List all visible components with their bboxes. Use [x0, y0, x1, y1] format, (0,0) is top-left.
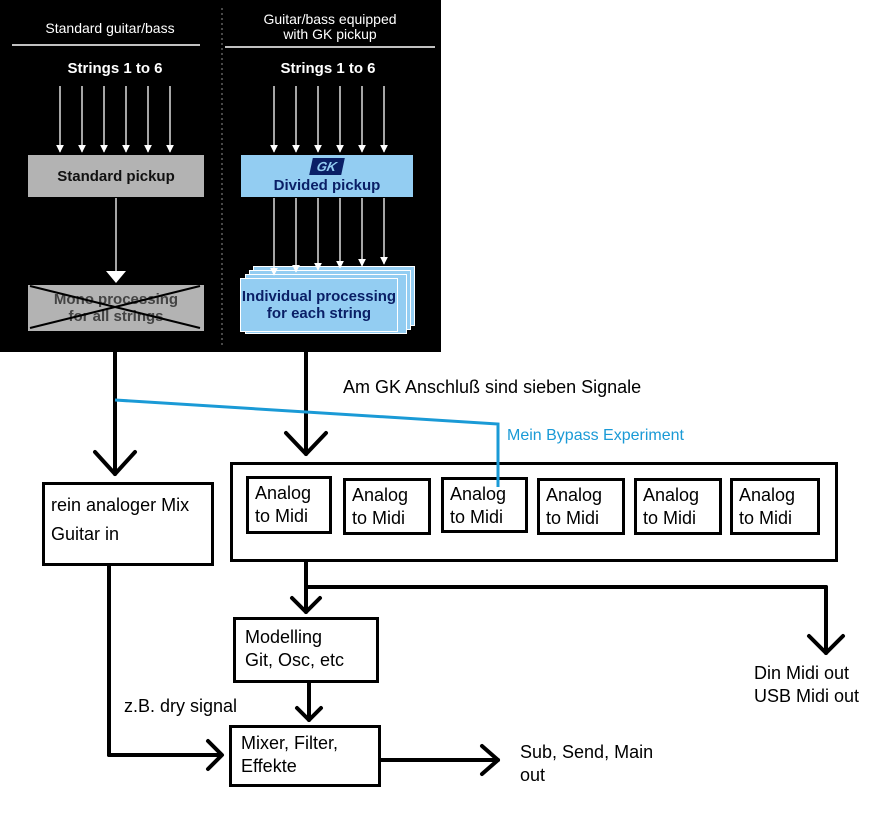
- crossout-icon: [29, 285, 201, 329]
- bypass-experiment-label: Mein Bypass Experiment: [507, 427, 684, 444]
- gk-guitar-header-line2: with GK pickup: [283, 26, 377, 42]
- din-midi-out: Din Midi out: [754, 663, 850, 683]
- analog-to-midi-line2: to Midi: [352, 508, 406, 528]
- divided-output-arrows: [270, 198, 388, 276]
- analog-mix-line1: rein analoger Mix: [51, 495, 190, 515]
- mixer-line1: Mixer, Filter,: [241, 733, 339, 753]
- right-string-arrows: [270, 86, 388, 153]
- analog-to-midi-line1: Analog: [643, 485, 700, 505]
- analog-to-midi-box: Analog to Midi: [730, 478, 820, 535]
- individual-processing-line2: for each string: [266, 305, 372, 322]
- left-strings-label: Strings 1 to 6: [67, 60, 163, 77]
- standard-pickup-box: Standard pickup: [28, 155, 204, 197]
- analog-to-midi-box: Analog to Midi: [634, 478, 722, 535]
- output-line2: out: [520, 765, 546, 785]
- divided-pickup-label: Divided pickup: [273, 177, 381, 194]
- modelling-line1: Modelling: [245, 627, 323, 647]
- output-label: Sub, Send, Main out: [520, 741, 653, 787]
- gk-guitar-header-line1: Guitar/bass equipped: [263, 11, 397, 27]
- output-line1: Sub, Send, Main: [520, 742, 654, 762]
- gk-signals-label: Am GK Anschluß sind sieben Signale: [343, 377, 642, 397]
- modelling-box: Modelling Git, Osc, etc: [233, 617, 379, 683]
- dry-signal-label: z.B. dry signal: [124, 696, 238, 716]
- left-string-arrows: [56, 86, 174, 153]
- analog-to-midi-box: Analog to Midi: [343, 478, 431, 535]
- modelling-line2: Git, Osc, etc: [245, 650, 345, 670]
- analog-to-midi-line1: Analog: [450, 484, 507, 504]
- midi-out-label: Din Midi out USB Midi out: [754, 662, 859, 708]
- standard-guitar-header: Standard guitar/bass: [45, 20, 175, 36]
- analog-to-midi-line2: to Midi: [546, 508, 600, 528]
- signal-flow-lines: [93, 338, 845, 776]
- analog-to-midi-line2: to Midi: [739, 508, 793, 528]
- right-strings-label: Strings 1 to 6: [280, 60, 376, 77]
- usb-midi-out: USB Midi out: [754, 686, 860, 706]
- gk-guitar-header: Guitar/bass equipped with GK pickup: [235, 12, 425, 42]
- analog-to-midi-box: Analog to Midi: [441, 477, 528, 533]
- analog-to-midi-box: Analog to Midi: [246, 476, 332, 534]
- analog-to-midi-line1: Analog: [352, 485, 409, 505]
- mixer-box: Mixer, Filter, Effekte: [229, 725, 381, 787]
- analog-to-midi-line1: Analog: [546, 485, 603, 505]
- mixer-line2: Effekte: [241, 756, 297, 776]
- analog-to-midi-box: Analog to Midi: [537, 478, 625, 535]
- analog-to-midi-line1: Analog: [739, 485, 796, 505]
- analog-to-midi-line2: to Midi: [255, 506, 309, 526]
- individual-processing-box: Individual processing for each string: [240, 278, 398, 332]
- bypass-line: [114, 398, 500, 487]
- individual-processing-line1: Individual processing: [241, 288, 397, 305]
- analog-mix-box: rein analoger Mix Guitar in: [42, 482, 214, 566]
- analog-to-midi-line1: Analog: [255, 483, 312, 503]
- standard-to-mono-arrowhead: [106, 271, 126, 283]
- divided-pickup-box: GK Divided pickup: [241, 155, 413, 197]
- mono-processing-line1: Mono processing: [53, 291, 179, 308]
- analog-to-midi-line2: to Midi: [643, 508, 697, 528]
- analog-mix-line2: Guitar in: [51, 524, 120, 544]
- analog-to-midi-line2: to Midi: [450, 507, 504, 527]
